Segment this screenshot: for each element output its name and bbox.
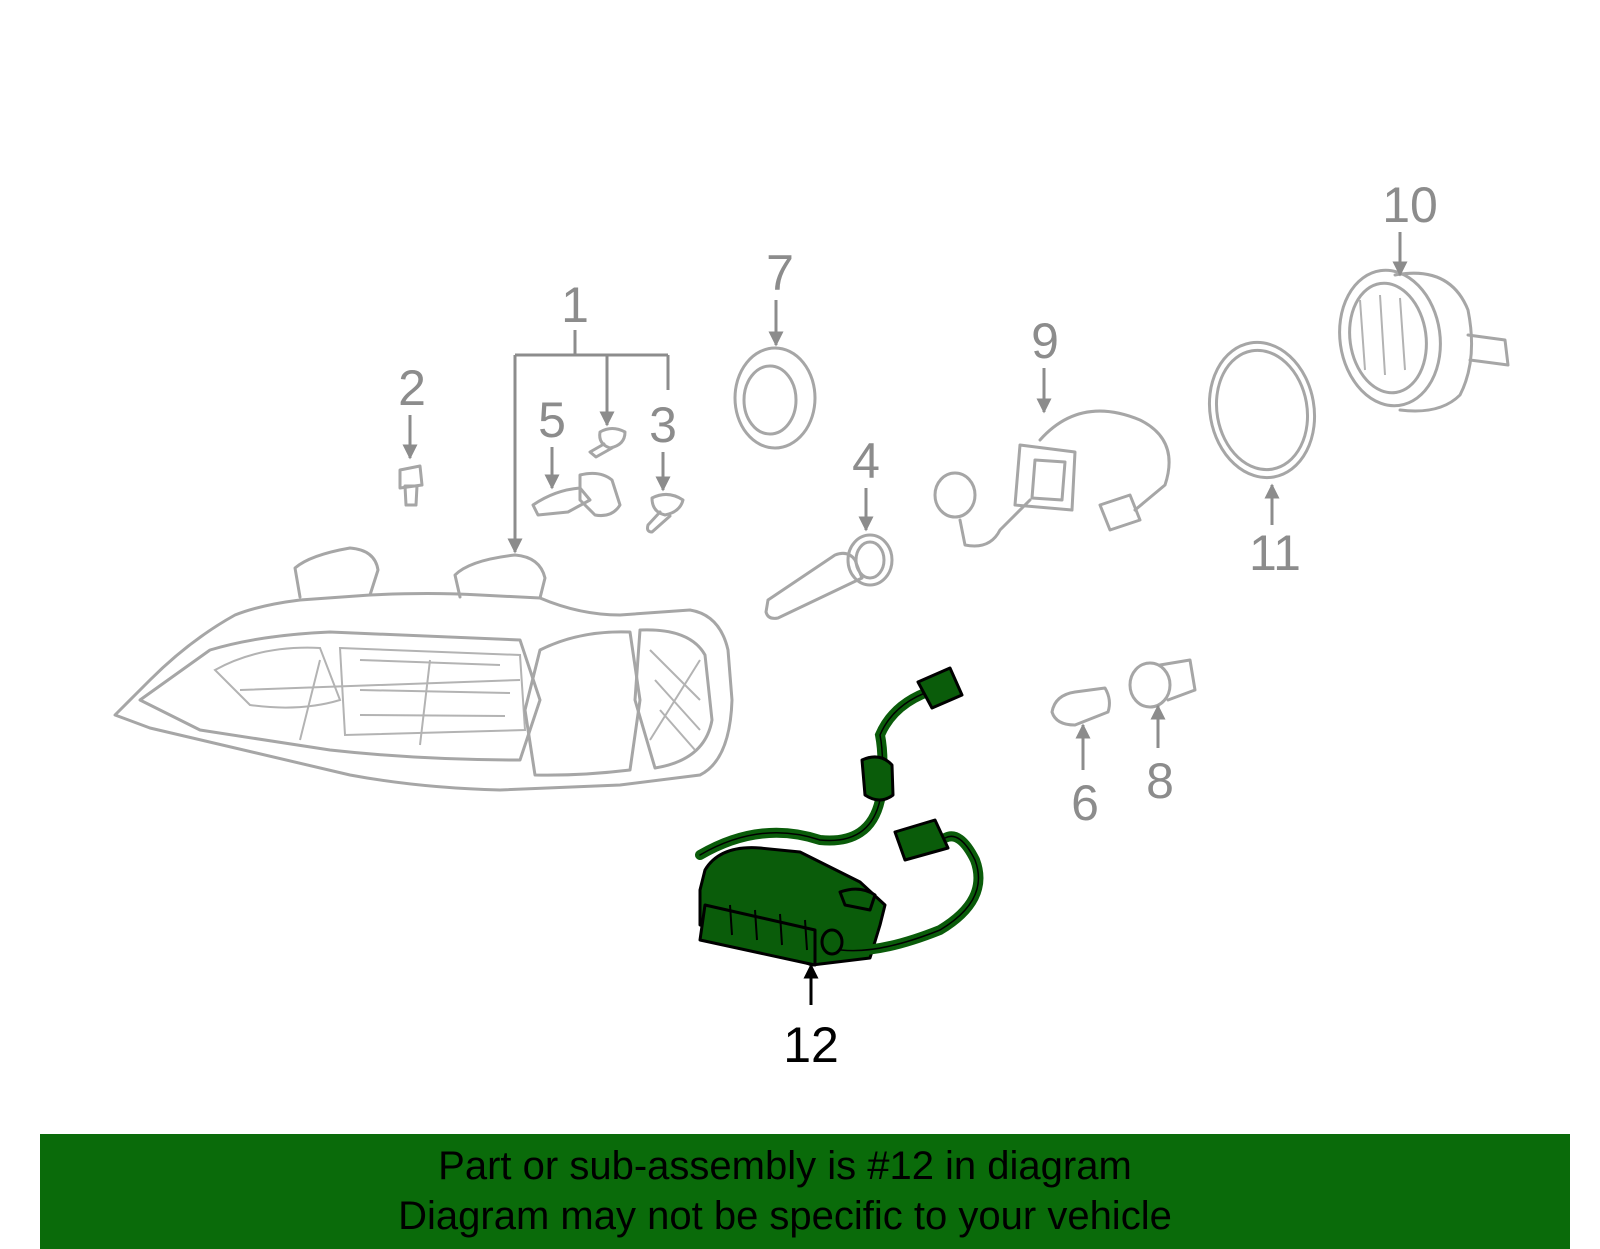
callout-9: 9: [1031, 313, 1059, 369]
callout-6: 6: [1071, 775, 1099, 831]
part-9-harness[interactable]: [933, 409, 1171, 548]
part-12-ballast[interactable]: [695, 666, 984, 967]
callout-1-group: 1: [507, 277, 670, 554]
part-11-seal[interactable]: [1199, 334, 1325, 486]
part-8-socket[interactable]: [1128, 658, 1197, 709]
callout-7: 7: [766, 245, 794, 301]
callout-2: 2: [398, 360, 426, 416]
callout-1: 1: [561, 277, 589, 333]
banner-line-part: Part or sub-assembly is #12 in diagram: [438, 1144, 1132, 1188]
part-7-ring[interactable]: [733, 346, 817, 450]
callout-4: 4: [852, 433, 880, 489]
callout-8: 8: [1146, 753, 1174, 809]
part-5-bulb[interactable]: [531, 471, 622, 517]
callout-10: 10: [1382, 177, 1438, 233]
part-10-cap[interactable]: [1331, 264, 1510, 413]
info-banner: Part or sub-assembly is #12 in diagram D…: [40, 1134, 1570, 1249]
banner-line-disclaimer: Diagram may not be specific to your vehi…: [398, 1194, 1172, 1238]
callout-11: 11: [1249, 525, 1301, 581]
headlight-assembly[interactable]: [113, 546, 734, 792]
part-6-bulb[interactable]: [1050, 686, 1111, 727]
part-2-clip[interactable]: [398, 464, 424, 507]
part-3-screw[interactable]: [646, 493, 685, 534]
callout-3: 3: [649, 397, 677, 453]
screw-upper[interactable]: [588, 427, 627, 459]
part-4-bulb[interactable]: [764, 533, 894, 620]
callout-12: 12: [783, 1017, 839, 1073]
callout-5: 5: [538, 392, 566, 448]
